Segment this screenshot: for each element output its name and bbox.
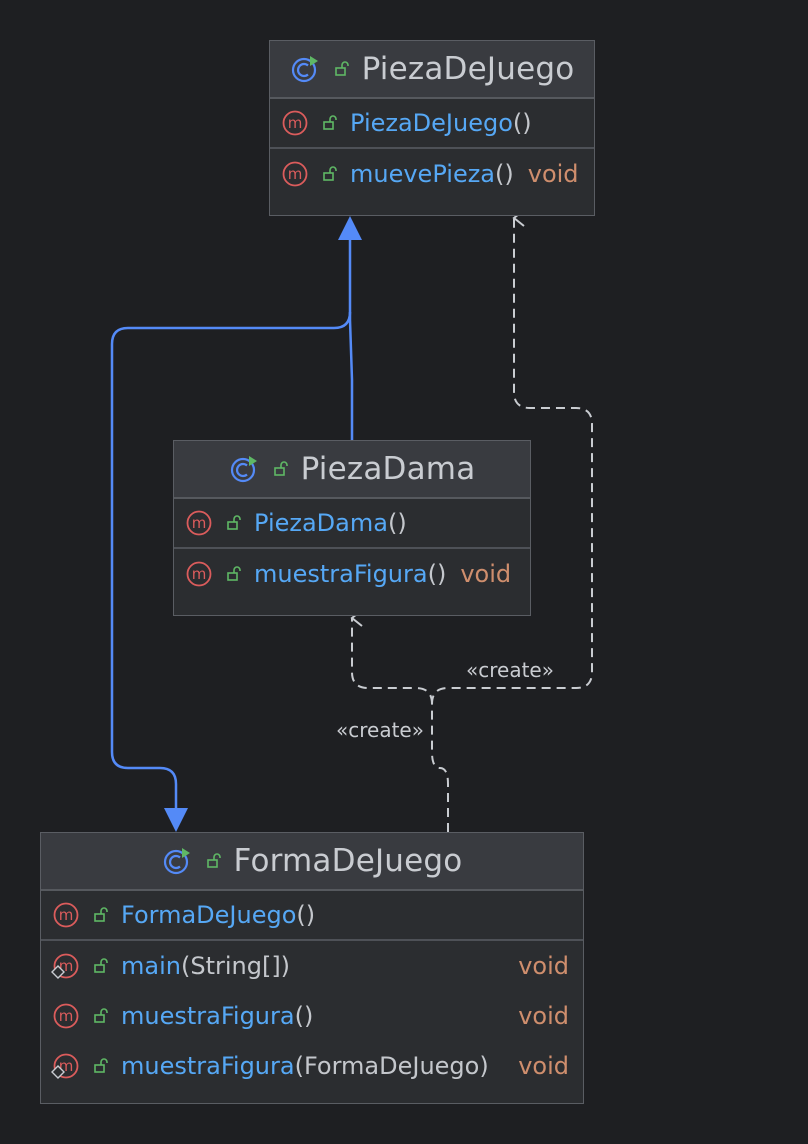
public-lock-icon — [94, 1008, 108, 1023]
svg-text:m: m — [192, 514, 207, 532]
method-row[interactable]: m PiezaDeJuego() — [270, 99, 594, 149]
method-icon: m — [53, 902, 79, 928]
method-name: muestraFigura — [254, 560, 428, 588]
public-lock-icon — [323, 115, 337, 130]
method-params: () — [427, 560, 447, 588]
svg-text:m: m — [59, 1007, 74, 1025]
inherit-arrowhead-piezadejuego — [338, 216, 362, 240]
edge-create-to-piezadama[interactable] — [350, 609, 433, 705]
method-name: FormaDeJuego — [121, 901, 297, 929]
edge-create-to-piezadejuego[interactable] — [431, 209, 593, 832]
svg-text:m: m — [288, 114, 303, 132]
class-name: FormaDeJuego — [233, 843, 463, 879]
class-icon — [291, 56, 318, 83]
public-lock-icon — [227, 515, 241, 530]
class-icon — [230, 456, 257, 483]
public-lock-icon — [94, 1058, 108, 1073]
method-icon: m — [282, 161, 308, 187]
public-lock-icon — [273, 461, 288, 476]
class-header: PiezaDeJuego — [270, 41, 594, 99]
edge-piezadama-to-piezadejuego[interactable] — [348, 232, 354, 440]
method-row[interactable]: m muestraFigura() void — [41, 991, 583, 1041]
method-params: (FormaDeJuego) — [294, 1052, 489, 1080]
method-name: muestraFigura — [121, 1052, 295, 1080]
method-row[interactable]: m FormaDeJuego() — [41, 891, 583, 941]
method-params: () — [387, 509, 407, 537]
class-formadejuego[interactable]: FormaDeJuego m FormaDeJuego() m main(Str… — [40, 832, 584, 1104]
public-lock-icon — [227, 566, 241, 581]
public-lock-icon — [206, 853, 221, 868]
method-return-type: void — [460, 560, 512, 588]
method-name: muestraFigura — [121, 1002, 295, 1030]
class-piezadejuego[interactable]: PiezaDeJuego m PiezaDeJuego() m muevePie… — [269, 40, 595, 216]
method-params: () — [512, 109, 532, 137]
class-name: PiezaDeJuego — [361, 51, 575, 87]
public-lock-icon — [323, 166, 337, 181]
method-return-type: void — [527, 160, 579, 188]
class-header: PiezaDama — [174, 441, 530, 499]
method-row[interactable]: m PiezaDama() — [174, 499, 530, 549]
method-name: main — [121, 952, 181, 980]
method-icon: m — [186, 561, 212, 587]
method-name: PiezaDeJuego — [350, 109, 513, 137]
svg-text:m: m — [59, 906, 74, 924]
svg-text:m: m — [192, 565, 207, 583]
edge-piezadejuego-to-formadejuego[interactable] — [110, 311, 352, 808]
create-label-piezadama: «create» — [336, 718, 424, 742]
public-lock-icon — [94, 907, 108, 922]
class-name: PiezaDama — [300, 451, 476, 487]
svg-text:m: m — [288, 165, 303, 183]
method-row[interactable]: m muevePieza() void — [270, 149, 594, 199]
class-piezadama[interactable]: PiezaDama m PiezaDama() m muestraFigura(… — [173, 440, 531, 616]
method-return-type: void — [518, 1052, 569, 1080]
method-icon: m — [53, 1003, 79, 1029]
class-header: FormaDeJuego — [41, 833, 583, 891]
method-return-type: void — [518, 952, 569, 980]
method-icon: m — [282, 110, 308, 136]
create-label-piezadejuego: «create» — [466, 658, 554, 682]
method-params: () — [296, 901, 316, 929]
public-lock-icon — [94, 958, 108, 973]
method-params: () — [294, 1002, 314, 1030]
method-return-type: void — [518, 1002, 569, 1030]
class-icon — [163, 848, 190, 875]
method-params: (String[]) — [180, 952, 291, 980]
method-row[interactable]: m main(String[]) void — [41, 941, 583, 991]
method-row[interactable]: m muestraFigura() void — [174, 549, 530, 599]
method-params: () — [495, 160, 514, 188]
method-row[interactable]: m muestraFigura(FormaDeJuego) void — [41, 1041, 583, 1091]
static-diamond-icon — [51, 965, 65, 979]
inherit-arrowhead-formadejuego — [164, 808, 188, 832]
method-name: PiezaDama — [254, 509, 388, 537]
method-name: muevePieza — [350, 160, 496, 188]
method-icon: m — [186, 510, 212, 536]
static-diamond-icon — [51, 1065, 65, 1079]
public-lock-icon — [334, 61, 349, 76]
